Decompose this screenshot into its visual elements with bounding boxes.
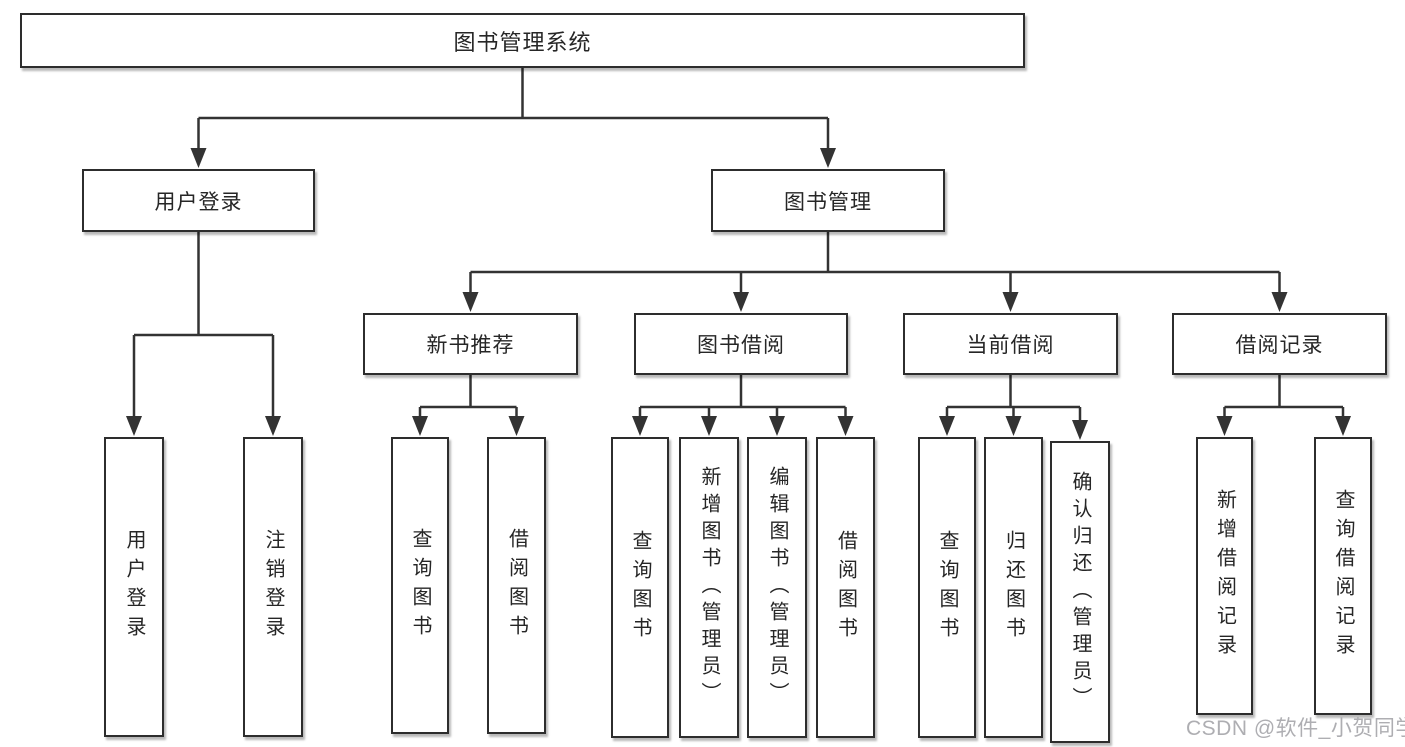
- node-new-book-recommend: 新书推荐: [363, 313, 578, 375]
- node-user-login-label: 用户登录: [154, 190, 243, 214]
- leaf-borrow-edit-books-admin-label: 编辑图书（管理员）: [766, 466, 788, 709]
- leaf-records-add-record-label: 新增借阅记录: [1213, 489, 1236, 663]
- node-current-borrow: 当前借阅: [903, 313, 1118, 375]
- node-root: 图书管理系统: [20, 13, 1025, 68]
- leaf-borrow-edit-books-admin: 编辑图书（管理员）: [747, 437, 807, 738]
- csdn-watermark: CSDN @软件_小贺同学: [1186, 717, 1405, 740]
- leaf-user-login-label: 用户登录: [123, 529, 145, 645]
- leaf-current-return-books: 归还图书: [984, 437, 1043, 738]
- leaf-logout: 注销登录: [243, 437, 303, 737]
- leaf-borrow-borrow-books: 借阅图书: [816, 437, 875, 738]
- leaf-recommend-borrow-books: 借阅图书: [487, 437, 546, 734]
- leaf-current-query-books-label: 查询图书: [936, 529, 958, 646]
- leaf-recommend-borrow-books-label: 借阅图书: [505, 527, 528, 644]
- leaf-borrow-query-books: 查询图书: [611, 437, 669, 738]
- node-book-management: 图书管理: [711, 169, 945, 232]
- leaf-current-return-books-label: 归还图书: [1002, 529, 1025, 646]
- node-new-book-recommend-label: 新书推荐: [426, 334, 515, 357]
- leaf-records-query-record-label: 查询借阅记录: [1332, 489, 1354, 663]
- leaf-user-login: 用户登录: [104, 437, 164, 737]
- leaf-current-confirm-return-admin: 确认归还（管理员）: [1050, 441, 1110, 743]
- node-book-borrow: 图书借阅: [634, 313, 848, 375]
- leaf-records-add-record: 新增借阅记录: [1196, 437, 1253, 715]
- leaf-current-query-books: 查询图书: [918, 437, 976, 738]
- node-book-management-label: 图书管理: [784, 190, 872, 214]
- leaf-borrow-add-books-admin: 新增图书（管理员）: [679, 437, 739, 738]
- leaf-current-confirm-return-admin-label: 确认归还（管理员）: [1069, 470, 1091, 714]
- node-book-borrow-label: 图书借阅: [697, 334, 785, 357]
- leaf-recommend-query-books: 查询图书: [391, 437, 449, 734]
- leaf-borrow-add-books-admin-label: 新增图书（管理员）: [698, 466, 720, 709]
- leaf-logout-label: 注销登录: [262, 529, 284, 645]
- node-borrow-records: 借阅记录: [1172, 313, 1387, 375]
- node-root-label: 图书管理系统: [453, 29, 592, 55]
- node-user-login: 用户登录: [82, 169, 315, 232]
- leaf-borrow-borrow-books-label: 借阅图书: [834, 529, 857, 646]
- node-borrow-records-label: 借阅记录: [1235, 334, 1324, 357]
- leaf-recommend-query-books-label: 查询图书: [409, 527, 431, 644]
- leaf-borrow-query-books-label: 查询图书: [629, 529, 651, 646]
- leaf-records-query-record: 查询借阅记录: [1314, 437, 1372, 715]
- node-current-borrow-label: 当前借阅: [966, 334, 1055, 357]
